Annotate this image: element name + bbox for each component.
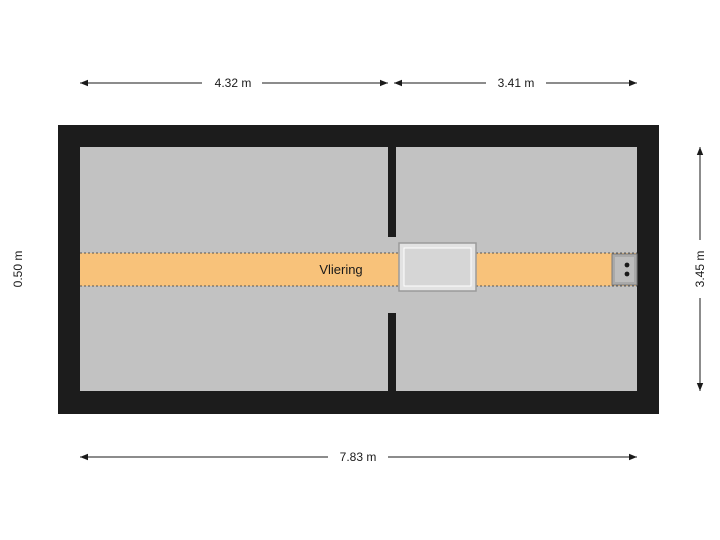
dimension-top-right-label: 3.41 m [498, 76, 535, 90]
room-label: Vliering [319, 262, 362, 277]
dimension-bottom-total-label: 7.83 m [340, 450, 377, 464]
partition-wall-top [388, 147, 395, 237]
partition-wall-bottom [388, 313, 395, 391]
dimension-right-height-label: 3.45 m [693, 251, 707, 288]
dimension-top-left: 4.32 m [80, 76, 388, 90]
dimension-right-height: 3.45 m [693, 147, 707, 391]
roof-hatch-icon [398, 242, 477, 292]
dimension-bottom-total: 7.83 m [80, 450, 637, 464]
dimension-top-left-label: 4.32 m [215, 76, 252, 90]
dimension-top-right: 3.41 m [394, 76, 637, 90]
dimension-left-height-label: 0.50 m [11, 251, 25, 288]
attic-strip [80, 253, 637, 286]
chimney-icon [611, 253, 638, 286]
